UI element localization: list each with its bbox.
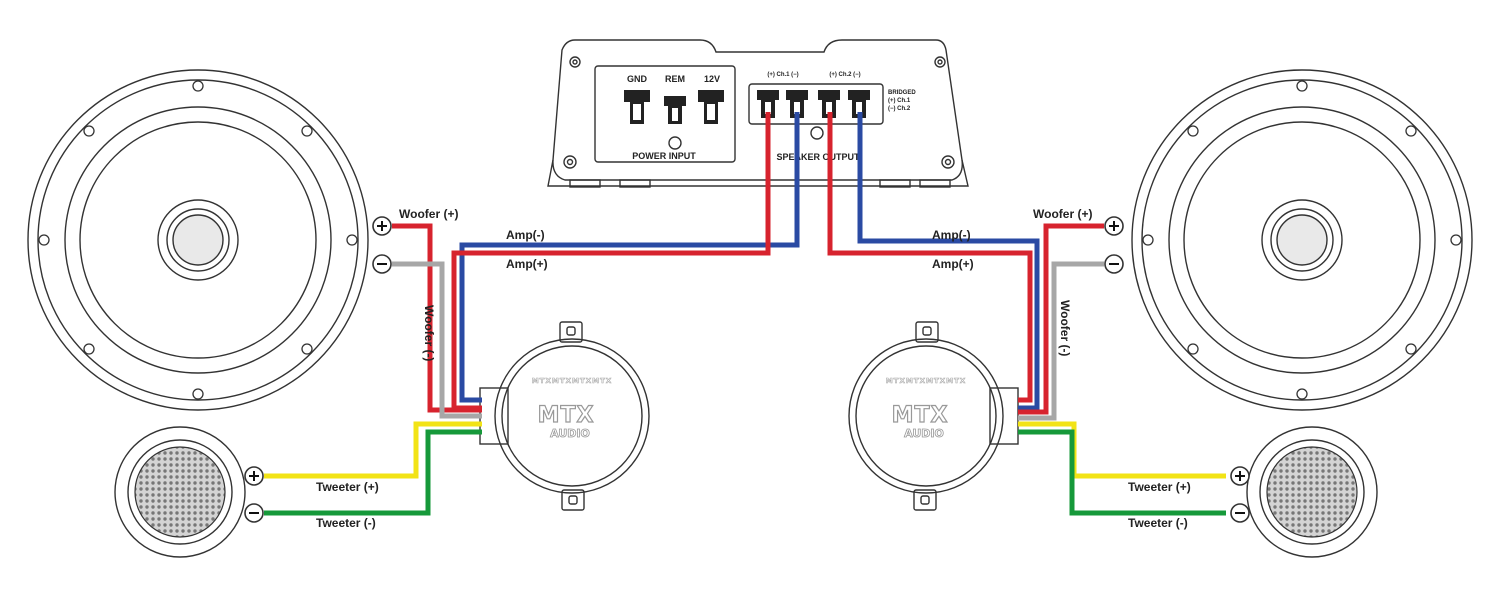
left-woofer-plus-terminal [372,216,392,236]
right-crossover-logo-sub: AUDIO [904,427,944,440]
left-crossover: MTX AUDIO MTXMTXMTXMTX [479,321,650,511]
gnd-label: GND [627,74,648,84]
left-amp-positive-label: Amp(+) [506,257,548,271]
left-woofer-negative-wire [392,261,482,419]
left-crossover-arc: MTXMTXMTXMTX [532,377,613,385]
right-tweeter-negative-label: Tweeter (-) [1128,516,1188,530]
right-amp-positive-wire [827,112,1033,403]
right-woofer-minus-terminal [1104,254,1124,274]
right-woofer-plus-terminal [1104,216,1124,236]
right-tweeter-minus-terminal [1230,503,1250,523]
left-woofer-negative-label: Woofer (-) [422,305,436,361]
rem-terminal [664,96,686,124]
left-tweeter [114,426,246,558]
12v-terminal [698,90,724,124]
amplifier: GND REM 12V POWER INPUT (+) Ch.1 (−) (+)… [547,39,969,188]
left-tweeter-negative-label: Tweeter (-) [316,516,376,530]
right-tweeter [1246,426,1378,558]
ch2-minus-terminal [848,90,870,118]
left-tweeter-positive-wire [264,421,482,479]
right-woofer-negative-label: Woofer (-) [1058,300,1072,356]
bridged-line1: (+) Ch.1 [888,98,911,104]
power-input-panel [594,65,736,163]
left-crossover-logo-sub: AUDIO [550,427,590,440]
left-amp-positive-wire [451,112,771,411]
left-amp-negative-label: Amp(-) [506,228,545,242]
bridged-line2: (−) Ch.2 [888,106,911,112]
left-woofer-positive-label: Woofer (+) [399,207,458,221]
rem-label: REM [665,74,685,84]
speaker-output-label: SPEAKER OUTPUT [776,152,860,162]
bridged-title: BRIDGED [888,90,916,96]
ch2-label: (+) Ch.2 (−) [829,72,860,78]
left-tweeter-plus-terminal [244,466,264,486]
speaker-output-panel [748,83,884,125]
ch2-plus-terminal [818,90,840,118]
power-input-label: POWER INPUT [632,151,696,161]
left-woofer-minus-terminal [372,254,392,274]
12v-label: 12V [704,74,720,84]
left-woofer-positive-wire [392,223,482,413]
ch1-label: (+) Ch.1 (−) [767,72,798,78]
right-woofer-negative-wire [1018,261,1104,421]
right-woofer-positive-wire [1018,223,1104,415]
right-tweeter-positive-label: Tweeter (+) [1128,480,1191,494]
right-amp-negative-wire [857,112,1040,411]
right-amp-negative-label: Amp(-) [932,228,971,242]
left-woofer [27,69,369,411]
ch1-plus-terminal [757,90,779,118]
left-tweeter-minus-terminal [244,503,264,523]
labels: Woofer (+) Amp(-) Amp(+) Woofer (-) Twee… [316,207,1191,530]
right-crossover-arc: MTXMTXMTXMTX [886,377,967,385]
right-tweeter-negative-wire [1018,429,1226,516]
right-woofer [1131,69,1473,411]
ch1-minus-terminal [786,90,808,118]
left-tweeter-positive-label: Tweeter (+) [316,480,379,494]
left-tweeter-negative-wire [264,429,482,516]
right-crossover: MTX AUDIO MTXMTXMTXMTX [848,321,1019,511]
terminals [244,216,1250,523]
wires [264,112,1226,516]
right-amp-positive-label: Amp(+) [932,257,974,271]
gnd-terminal [624,90,650,124]
left-amp-negative-wire [459,112,800,403]
right-crossover-logo: MTX [892,403,949,428]
right-woofer-positive-label: Woofer (+) [1033,207,1092,221]
left-crossover-logo: MTX [538,403,595,428]
right-tweeter-plus-terminal [1230,466,1250,486]
